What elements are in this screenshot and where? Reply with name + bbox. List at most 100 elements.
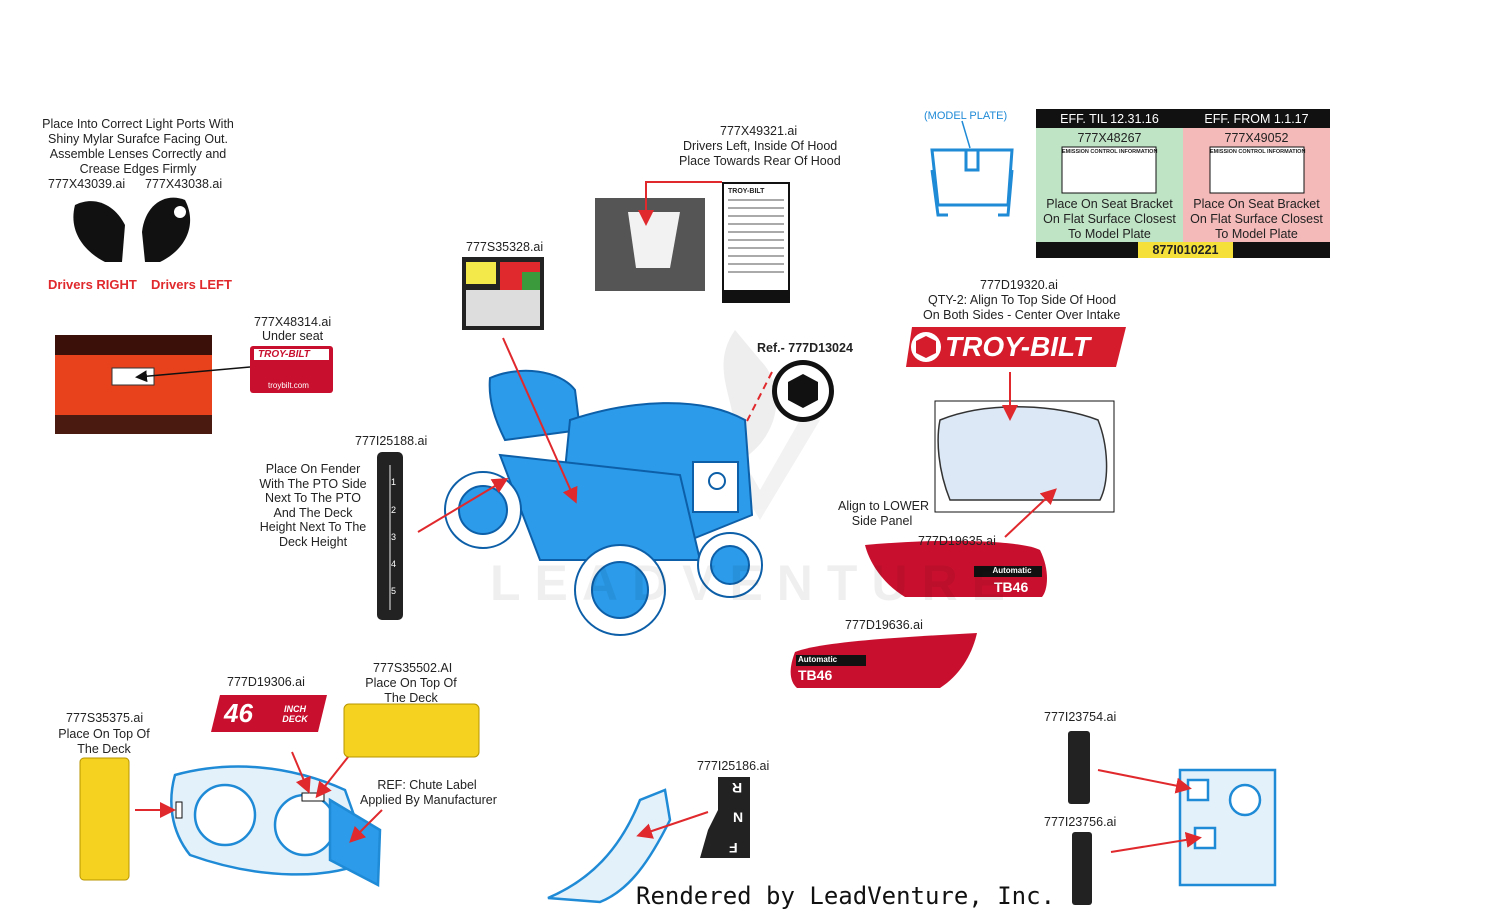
lens-left-part: 777X43038.ai (145, 177, 223, 191)
side-warning-decal (79, 757, 130, 881)
warning-strip-part: 777S35502.AI (373, 661, 453, 675)
pedal-drawing (547, 788, 672, 904)
emission-note-line: Place On Seat Bracket (1193, 197, 1320, 211)
lens-note: Place Into Correct Light Ports With Shin… (28, 117, 248, 177)
emission-col2-decal-title: EMISSION CONTROL INFORMATION (1210, 149, 1306, 155)
hood-label-note-2: Place Towards Rear Of Hood (679, 154, 841, 168)
lens-note-line: Assemble Lenses Correctly and (49, 147, 227, 161)
warning-strip-note: Place On Top Of The Deck (362, 676, 460, 706)
throttle-label-part: 777I23754.ai (1044, 710, 1117, 724)
lens-left-label: Drivers LEFT (151, 277, 232, 292)
emission-col2-note: Place On Seat Bracket On Flat Surface Cl… (1183, 197, 1330, 242)
ignition-label-part: 777I23756.ai (1044, 815, 1117, 829)
side-panel-left-decal (790, 633, 977, 688)
footer-credit: Rendered by LeadVenture, Inc. (636, 882, 1056, 910)
chute-note: REF: Chute Label Applied By Manufacturer (360, 778, 497, 808)
emission-col2-header: EFF. FROM 1.1.17 (1204, 112, 1309, 126)
lens-right-shape (73, 201, 125, 262)
side-warning-note-line: Place On Top Of (58, 727, 150, 741)
troybilt-logo (906, 327, 1126, 367)
side-warning-note-line: The Deck (77, 742, 131, 756)
tractor-illustration (444, 369, 763, 636)
lens-right-part: 777X43039.ai (48, 177, 126, 191)
seat-decal-url: troybilt.com (268, 381, 309, 390)
hood-logo-part: 777D19320.ai (980, 278, 1058, 292)
side-panel-right-part: 777D19635.ai (918, 534, 996, 548)
chute-note-line: Applied By Manufacturer (360, 793, 497, 807)
shift-pos-n: N (733, 809, 744, 825)
shift-pos-r: R (732, 780, 743, 796)
hood-logo-note-1: QTY-2: Align To Top Side Of Hood (928, 293, 1117, 307)
fender-tick-2: 2 (391, 505, 397, 515)
emission-note-line: To Model Plate (1215, 227, 1298, 241)
emission-col1-header: EFF. TIL 12.31.16 (1060, 112, 1159, 126)
lens-note-line: Crease Edges Firmly (79, 162, 197, 176)
emission-note-line: Place On Seat Bracket (1046, 197, 1173, 211)
ignition-decal (1072, 832, 1092, 905)
hood-label-note-1: Drivers Left, Inside Of Hood (683, 139, 838, 153)
seat-decal-brand: TROY-BILT (258, 349, 310, 360)
side-panel-note-line: Side Panel (851, 514, 913, 528)
side-panel-note: Align to LOWER Side Panel (838, 499, 930, 529)
shift-pos-f: F (729, 840, 738, 856)
fender-note-line: And The Deck (273, 505, 353, 520)
emission-col1-decal-title: EMISSION CONTROL INFORMATION (1062, 149, 1158, 155)
model-plate-bracket (930, 148, 1014, 217)
lens-note-line: Place Into Correct Light Ports With (42, 117, 234, 131)
warning-strip-note-line: The Deck (384, 691, 438, 705)
seat-label-part: 777X48314.ai (254, 315, 332, 329)
emission-note-line: On Flat Surface Closest (1190, 212, 1323, 226)
deck-size-decal (211, 695, 327, 732)
emission-col1-note: Place On Seat Bracket On Flat Surface Cl… (1036, 197, 1183, 242)
lens-note-line: Shiny Mylar Surafce Facing Out. (48, 132, 228, 146)
fender-label-note: Place On Fender With The PTO Side Next T… (252, 462, 374, 550)
emission-kit-number: 877I010221 (1152, 243, 1219, 257)
side-panel-right-decal (865, 540, 1047, 597)
fender-note-line: With The PTO Side (259, 476, 367, 491)
fender-note-line: Next To The PTO (265, 491, 361, 506)
warning-strip-note-line: Place On Top Of (365, 676, 457, 690)
model-plate-caption: (MODEL PLATE) (924, 110, 1008, 122)
ref-badge-label: Ref.- 777D13024 (757, 341, 853, 355)
hood-logo-brand: TROY-BILT (945, 331, 1091, 362)
deck-size-subtext: INCH DECK (282, 704, 308, 724)
deck-size-number: 46 (224, 698, 253, 728)
emission-col1-part: 777X48267 (1077, 131, 1142, 145)
side-panel-left-tag: Automatic (798, 655, 838, 664)
fender-note-line: Height Next To The (259, 520, 367, 535)
fender-tick-1: 1 (391, 477, 397, 487)
dash-drawing (1178, 768, 1277, 887)
fender-label-part: 777I25188.ai (355, 434, 428, 448)
fender-tick-5: 5 (391, 586, 397, 596)
warning-label-part: 777S35328.ai (466, 240, 544, 254)
deck-size-part: 777D19306.ai (227, 675, 305, 689)
side-panel-left-part: 777D19636.ai (845, 618, 923, 632)
fender-tick-4: 4 (391, 559, 397, 569)
side-panel-right-model: TB46 (994, 579, 1029, 595)
emission-col2-part: 777X49052 (1224, 131, 1289, 145)
fender-note-line: Place On Fender (265, 462, 361, 476)
shift-label-part: 777I25186.ai (697, 759, 770, 773)
deck-drawing (170, 765, 382, 888)
shift-decal (700, 777, 750, 858)
lens-right-label: Drivers RIGHT (48, 277, 137, 292)
hood-label-part: 777X49321.ai (720, 124, 798, 138)
side-warning-note: Place On Top Of The Deck (56, 727, 152, 757)
side-warning-part: 777S35375.ai (66, 711, 144, 725)
seat-label-note: Under seat (262, 329, 324, 343)
chute-note-line: REF: Chute Label (377, 778, 477, 792)
hood-logo-note-2: On Both Sides - Center Over Intake (923, 308, 1121, 322)
throttle-decal (1068, 731, 1090, 804)
emission-note-line: To Model Plate (1068, 227, 1151, 241)
fender-tick-3: 3 (391, 532, 397, 542)
side-panel-left-model: TB46 (798, 667, 833, 683)
side-panel-right-tag: Automatic (992, 566, 1032, 575)
fender-note-line: Deck Height (278, 534, 348, 549)
deck-warning-strip (343, 703, 480, 758)
watermark-text: LEADVENTURE (490, 555, 1020, 611)
hood-spec-decal (722, 182, 790, 303)
hood-decal-brand: TROY-BILT (728, 188, 765, 195)
side-panel-note-line: Align to LOWER (838, 499, 930, 513)
emission-note-line: On Flat Surface Closest (1043, 212, 1176, 226)
